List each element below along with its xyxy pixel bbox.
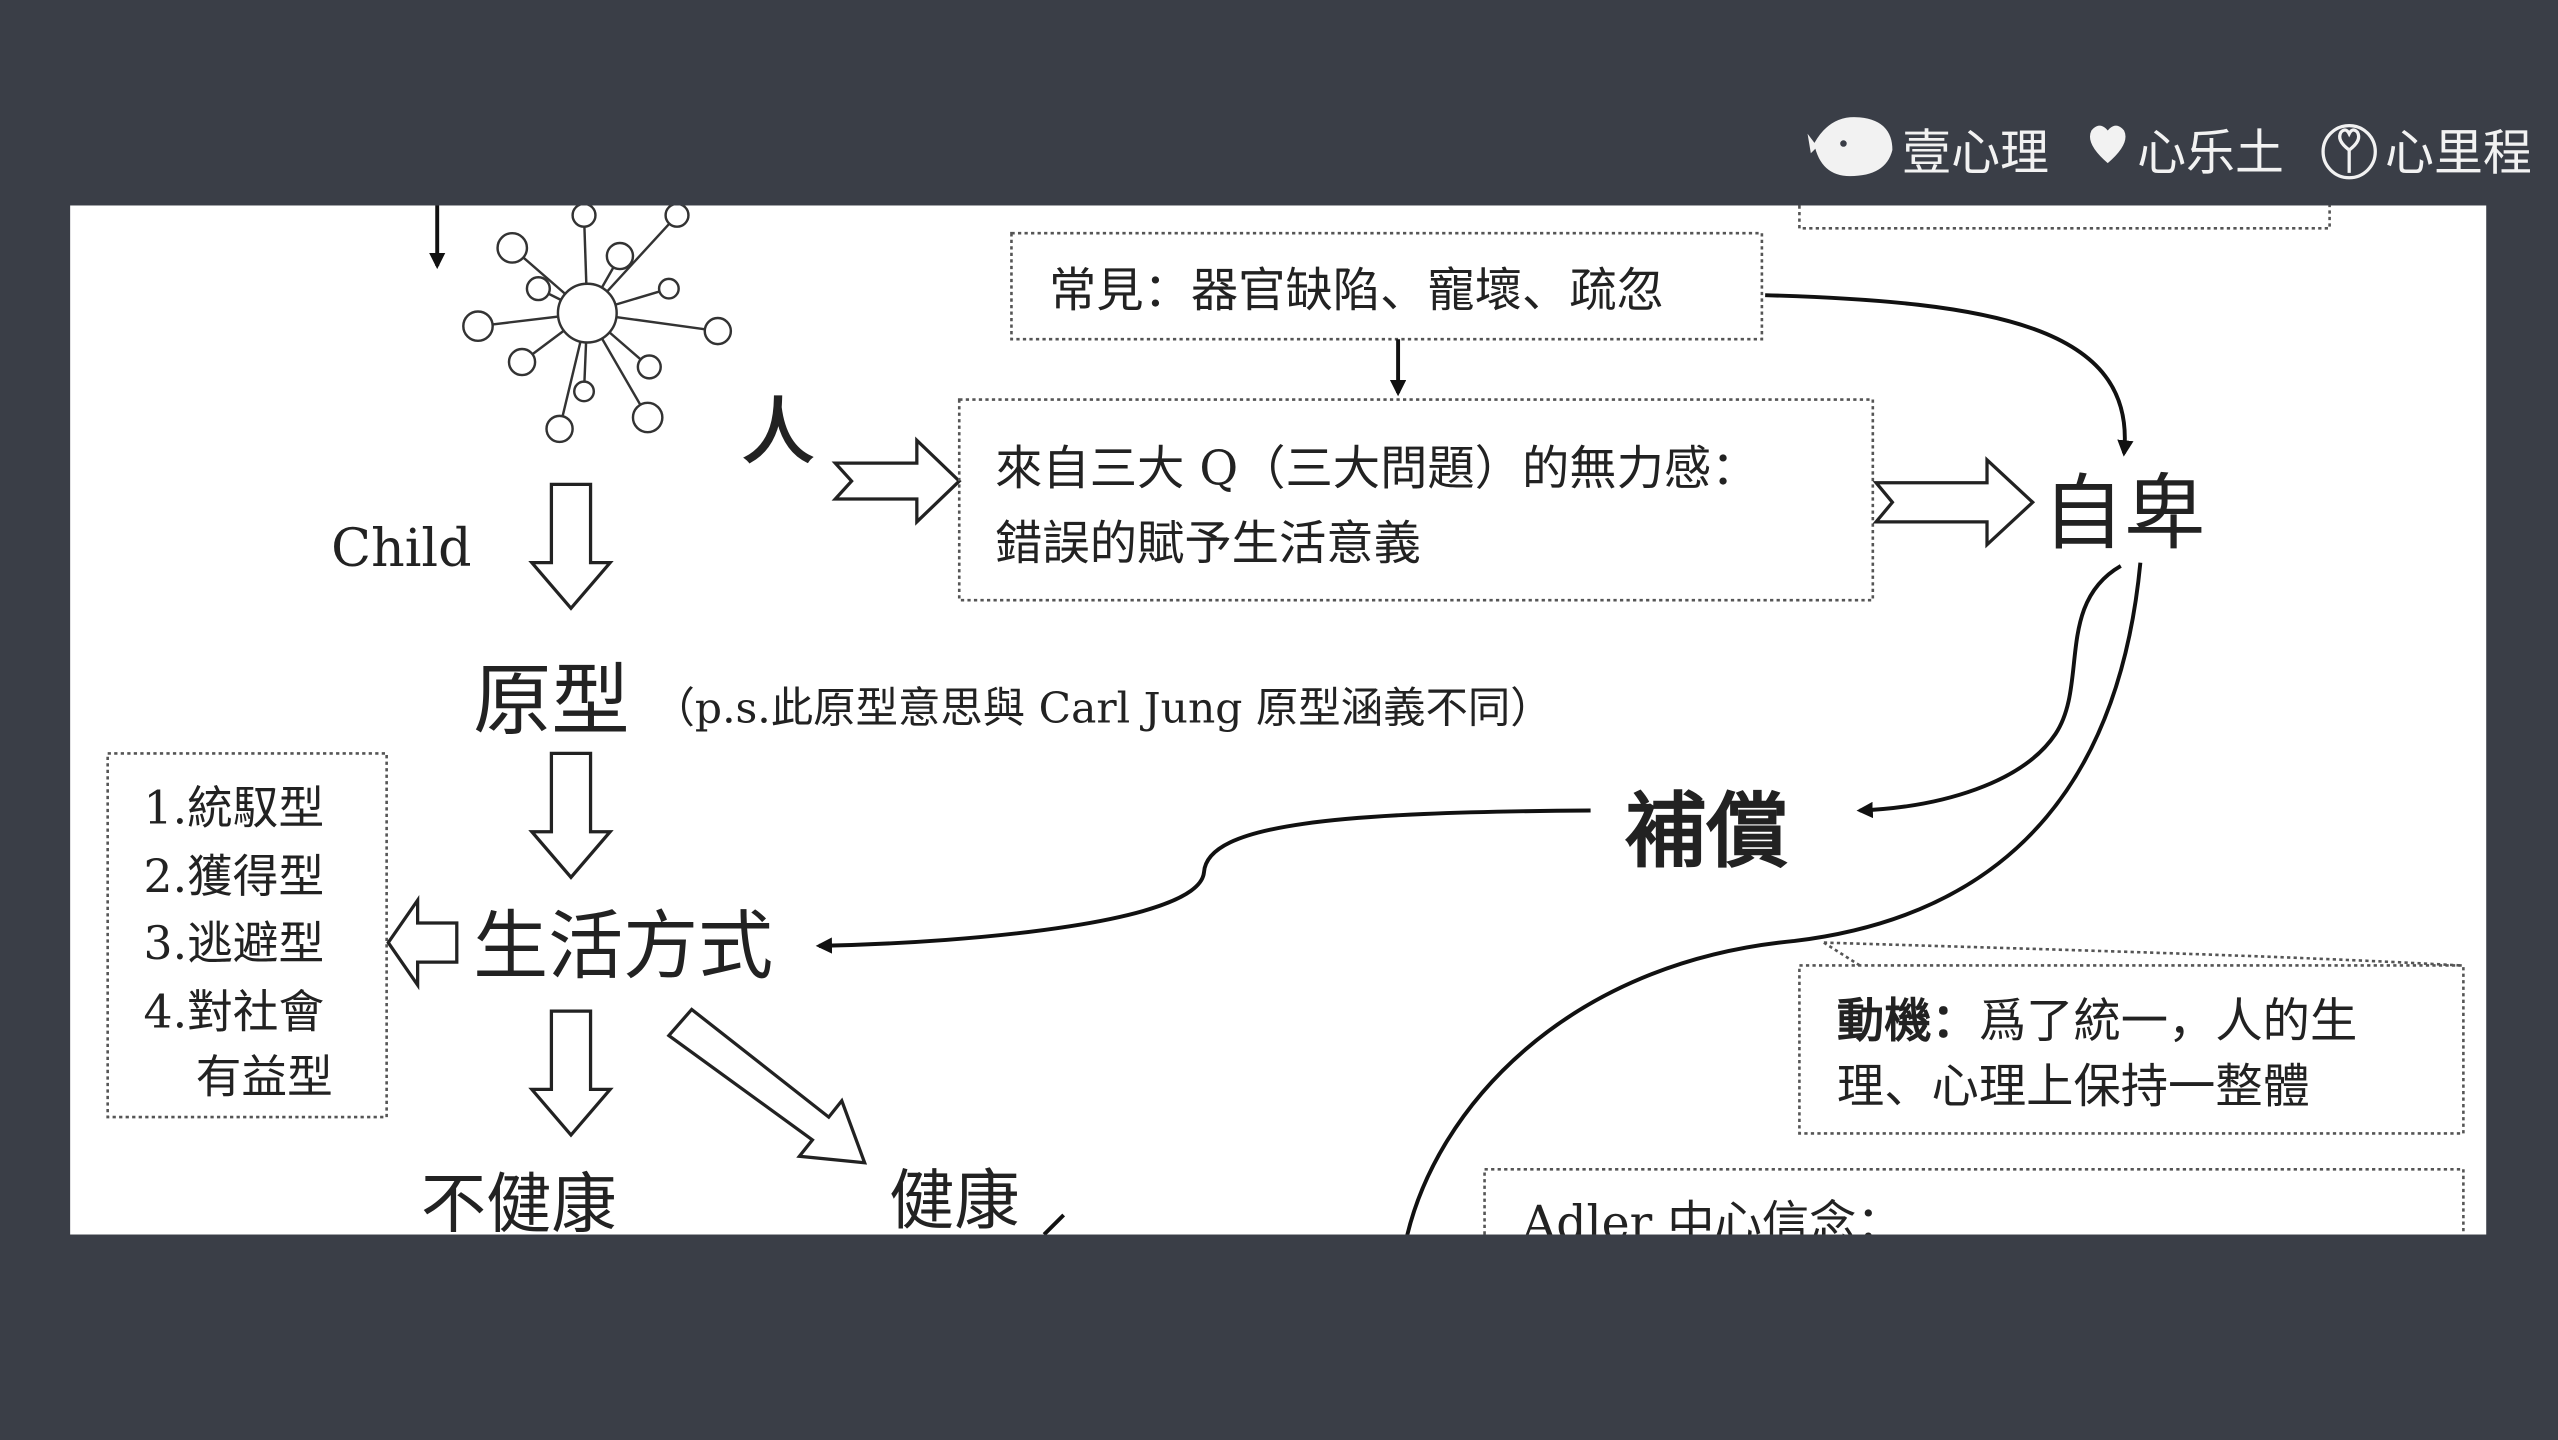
adler-box — [1483, 1167, 2465, 1235]
logo-text-3: 心里程 — [2385, 125, 2532, 182]
adler-belief-text: Adler 中心信念： — [1521, 1196, 1904, 1251]
motive-line-2: 理、心理上保持一整體 — [1837, 1059, 2310, 1114]
types-box — [106, 752, 388, 1119]
diagram-panel — [70, 205, 2487, 1235]
type-item: 有益型 — [196, 1051, 333, 1104]
motive-text-1: 爲了統一，人的生 — [1979, 994, 2357, 1049]
hollow-arrow-down-2 — [528, 751, 614, 880]
motive-callout — [1823, 941, 2461, 967]
curve-compensation-to-lifestyle — [815, 808, 1591, 954]
hollow-arrow-right-1 — [831, 436, 962, 526]
top-right-box — [1798, 205, 2331, 230]
healthy-arrow-fragment — [1042, 1213, 1066, 1235]
whale-icon — [1807, 117, 1893, 177]
prototype-note: （p.s.此原型意思與 Carl Jung 原型涵義不同） — [653, 683, 1553, 732]
powerless-line-2: 錯誤的賦予生活意義 — [995, 516, 1421, 571]
motive-line-1: 動機：爲了統一，人的生 — [1837, 994, 2357, 1049]
type-item: 3.逃避型 — [144, 917, 325, 970]
common-causes-box — [1010, 231, 1764, 341]
compensation-label: 補償 — [1625, 784, 1789, 879]
motive-box — [1798, 964, 2465, 1135]
inferiority-label: 自卑 — [2042, 466, 2205, 561]
unhealthy-label: 不健康 — [421, 1166, 617, 1242]
hollow-arrow-down-3 — [528, 1009, 614, 1138]
curve-inferiority-to-compensation — [1856, 564, 2122, 819]
curve-inferiority-large — [1405, 562, 2143, 1235]
hollow-arrow-down-1 — [528, 482, 614, 611]
curve-causes-to-inferiority — [1765, 293, 2134, 457]
healthy-label: 健康 — [889, 1163, 1020, 1239]
hollow-arrow-right-2 — [1872, 456, 2036, 549]
person-label: 人 — [742, 390, 814, 474]
child-network-icon — [462, 205, 733, 444]
type-item: 2.獲得型 — [144, 850, 325, 903]
type-item: 4.對社會 — [144, 985, 325, 1038]
powerless-box — [957, 398, 1875, 602]
brand-logos: 壹心理 心乐土 心里程 — [1807, 117, 2532, 182]
lifestyle-label: 生活方式 — [473, 902, 773, 990]
motive-label: 動機： — [1837, 994, 1979, 1049]
powerless-line-1: 來自三大 Q（三大問題）的無力感： — [995, 441, 1758, 496]
hollow-arrow-left — [386, 894, 459, 991]
common-causes-text: 常見：器官缺陷、寵壞、疏忽 — [1049, 264, 1664, 319]
logo-text-1: 壹心理 — [1902, 125, 2049, 182]
type-item: 1.統馭型 — [144, 782, 325, 835]
hollow-arrow-diagonal — [666, 1007, 868, 1165]
key-heart-icon — [2321, 123, 2377, 180]
prototype-label: 原型 — [473, 655, 630, 746]
heart-leaf-icon — [2089, 125, 2126, 164]
child-label: Child — [331, 519, 471, 579]
logo-text-2: 心乐土 — [2137, 125, 2284, 182]
